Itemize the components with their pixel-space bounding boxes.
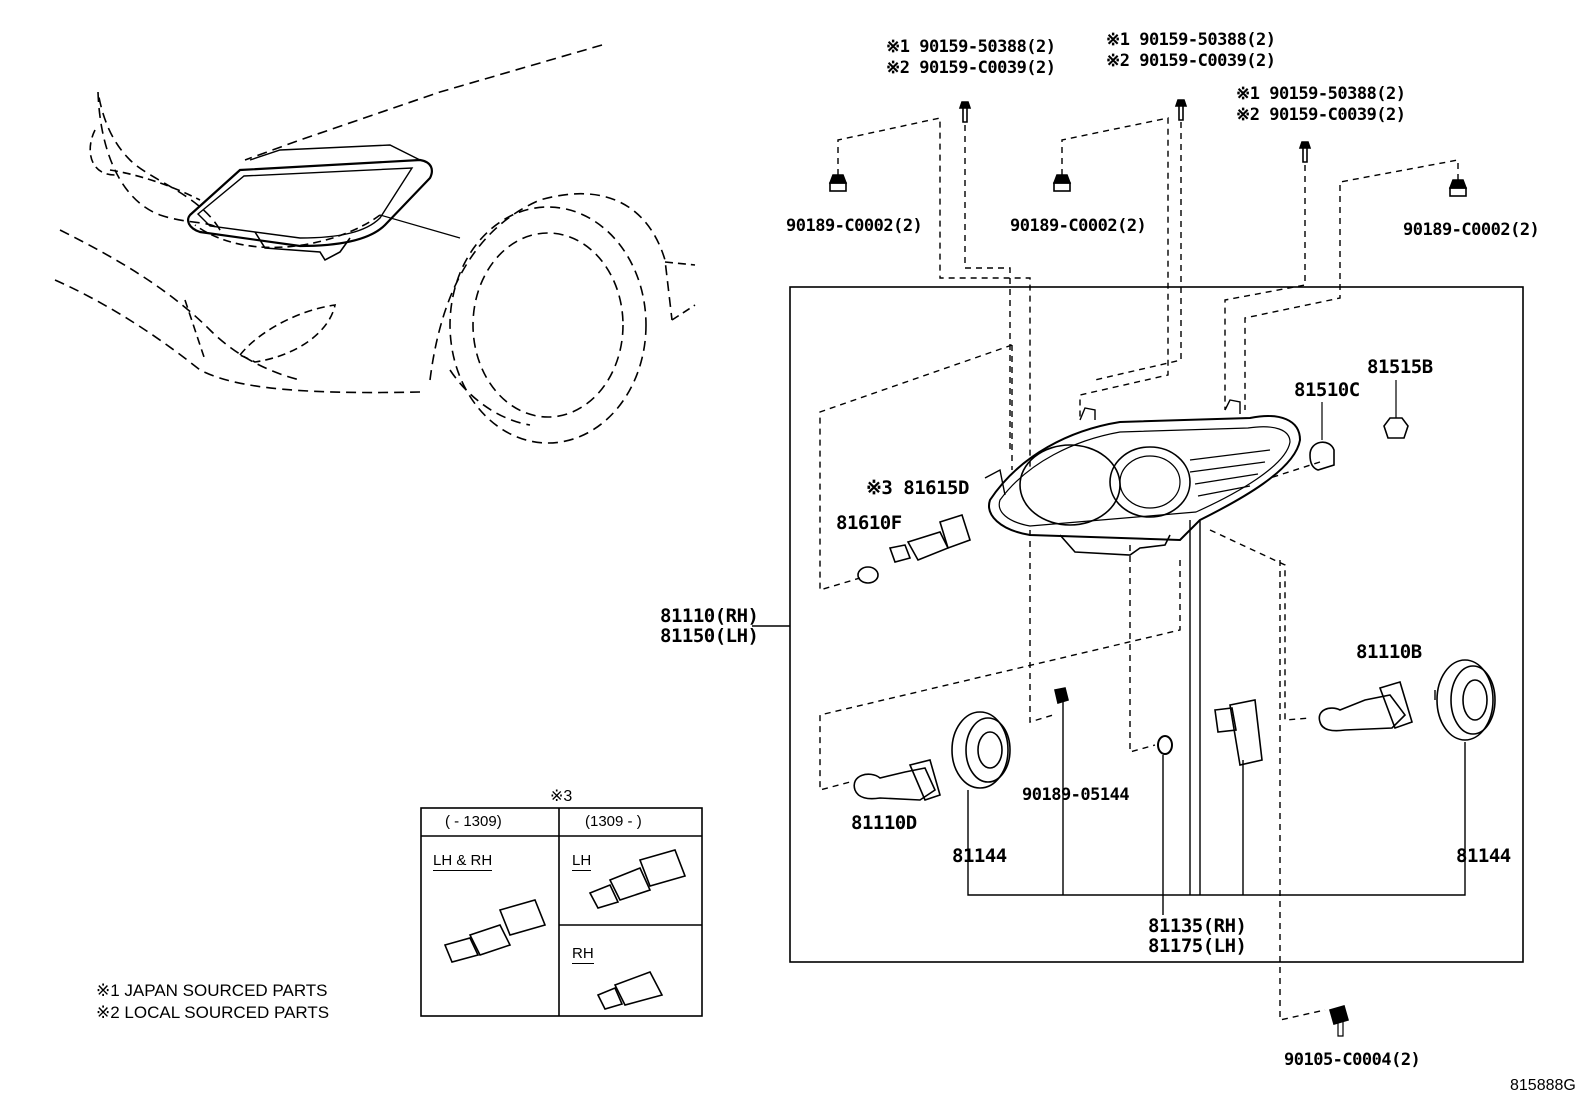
- variant-table: [420, 807, 703, 1017]
- inset-lh-label: LH: [572, 852, 592, 871]
- fastener-2-local-label: ※2 90159-C0039(2): [1106, 51, 1276, 71]
- vehicle-front-illustration: [54, 44, 696, 444]
- fastener-1-japan-label: ※1 90159-50388(2): [886, 37, 1056, 57]
- part-81610F-label: 81610F: [836, 512, 902, 534]
- part-81615D-label: ※3 81615D: [866, 477, 969, 499]
- clip-label-1: 90189-C0002(2): [786, 216, 923, 236]
- clip-label-3: 90189-C0002(2): [1403, 220, 1540, 240]
- part-81110D-label: 81110D: [851, 812, 917, 834]
- part-81510C-label: 81510C: [1294, 379, 1360, 401]
- note-local-sourced: ※2 LOCAL SOURCED PARTS: [96, 1003, 330, 1022]
- leader-lines: [819, 117, 1459, 1021]
- fastener-bolts: [958, 99, 1312, 163]
- inset-col1-header: ( - 1309): [445, 813, 502, 830]
- assembly-frame: [789, 286, 1524, 963]
- note-japan-sourced: ※1 JAPAN SOURCED PARTS: [96, 981, 328, 1000]
- fastener-3-japan-label: ※1 90159-50388(2): [1236, 84, 1406, 104]
- part-90189-05144-label: 90189-05144: [1022, 785, 1130, 805]
- part-81144-right-label: 81144: [1456, 845, 1511, 867]
- part-81110B-label: 81110B: [1356, 641, 1422, 663]
- subassy-rh-label: 81135(RH): [1148, 915, 1247, 937]
- assembly-rh-label: 81110(RH): [660, 605, 759, 627]
- inset-title: ※3: [550, 788, 573, 805]
- figure-id: 815888G: [1510, 1077, 1576, 1094]
- subassy-lh-label: 81175(LH): [1148, 935, 1247, 957]
- callout-lines: [752, 520, 1466, 915]
- screw-label: 90105-C0004(2): [1284, 1050, 1421, 1070]
- assembly-lh-label: 81150(LH): [660, 625, 759, 647]
- clip-label-2: 90189-C0002(2): [1010, 216, 1147, 236]
- clip-nuts: [828, 174, 1468, 197]
- inset-col2-header: (1309 - ): [585, 813, 642, 830]
- fastener-2-japan-label: ※1 90159-50388(2): [1106, 30, 1276, 50]
- components: [853, 380, 1496, 1037]
- headlamp-assembly: [984, 399, 1302, 556]
- part-81144-left-label: 81144: [952, 845, 1007, 867]
- inset-rh-label: RH: [572, 945, 594, 964]
- fastener-3-local-label: ※2 90159-C0039(2): [1236, 105, 1406, 125]
- part-81515B-label: 81515B: [1367, 356, 1433, 378]
- fastener-1-local-label: ※2 90159-C0039(2): [886, 58, 1056, 78]
- inset-lhrh-label: LH & RH: [433, 852, 493, 871]
